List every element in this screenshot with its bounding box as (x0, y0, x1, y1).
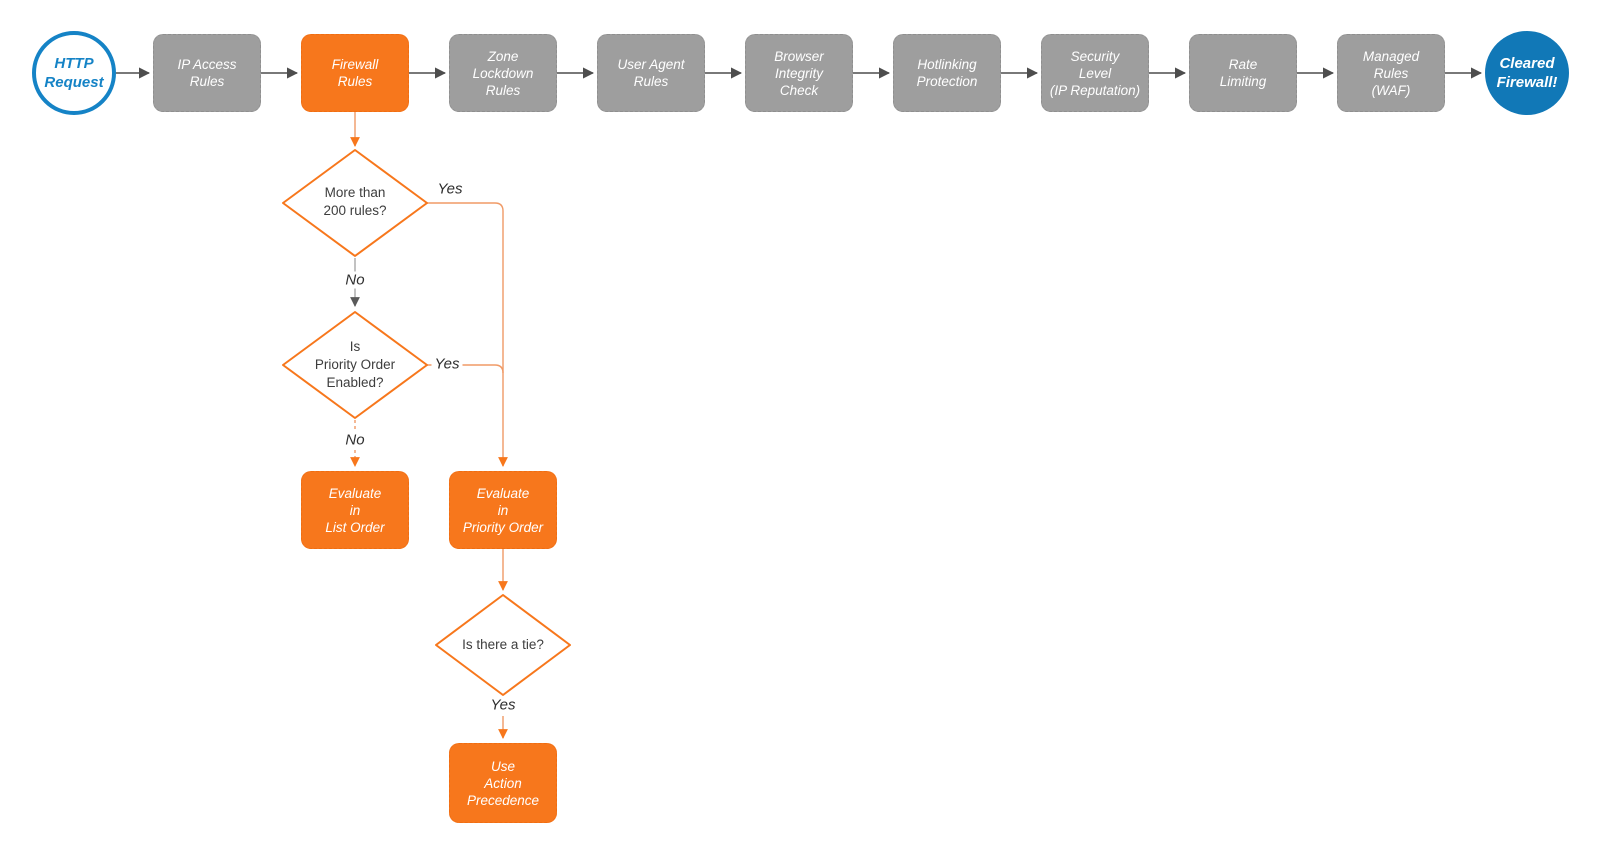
node-label: Security Level (IP Reputation) (1049, 48, 1141, 98)
node-label: Cleared Firewall! (1496, 55, 1558, 91)
node-label: Managed Rules (WAF) (1362, 48, 1420, 98)
node-managed-rules-waf: Managed Rules (WAF) (1337, 34, 1445, 112)
node-label: IP Access Rules (177, 57, 237, 89)
node-label: Evaluate in Priority Order (462, 485, 544, 535)
node-label: Firewall Rules (331, 57, 379, 89)
edge-label-no-priority-order: No (342, 431, 368, 449)
node-security-level: Security Level (IP Reputation) (1041, 34, 1149, 112)
decision-priority-order-enabled-shape (282, 311, 428, 419)
node-browser-integrity-check: Browser Integrity Check (745, 34, 853, 112)
node-rate-limiting: Rate Limiting (1189, 34, 1297, 112)
edge-label-no-200-rules: No (342, 271, 368, 289)
decision-is-there-a-tie-text: Is there a tie? (462, 637, 544, 652)
node-ip-access-rules: IP Access Rules (153, 34, 261, 112)
node-evaluate-list-order: Evaluate in List Order (301, 471, 409, 549)
node-label: User Agent Rules (617, 57, 685, 89)
edge-label-yes-priority-order: Yes (431, 355, 463, 373)
node-use-action-precedence: Use Action Precedence (449, 743, 557, 823)
decision-priority-order-enabled-text: Is Priority Order Enabled? (314, 339, 396, 390)
node-label: Rate Limiting (1219, 57, 1267, 89)
decision-more-than-200-rules-shape (282, 149, 428, 257)
node-label: Use Action Precedence (466, 758, 540, 808)
node-http-request: HTTP Request (32, 31, 116, 115)
node-zone-lockdown-rules: Zone Lockdown Rules (449, 34, 557, 112)
connector-yes-200-rules-to-priority-order (427, 202, 508, 467)
edge-label-yes-tie: Yes (487, 696, 519, 714)
node-evaluate-priority-order: Evaluate in Priority Order (449, 471, 557, 549)
edge-label-yes-200-rules: Yes (434, 180, 466, 198)
node-label: Browser Integrity Check (774, 48, 824, 98)
node-cleared-firewall: Cleared Firewall! (1485, 31, 1569, 115)
connector-yes-priority-merge (427, 364, 504, 374)
node-label: Hotlinking Protection (916, 57, 978, 89)
node-hotlinking-protection: Hotlinking Protection (893, 34, 1001, 112)
decision-more-than-200-rules-text: More than 200 rules? (323, 185, 387, 218)
node-label: HTTP Request (44, 55, 104, 91)
node-firewall-rules: Firewall Rules (301, 34, 409, 112)
node-label: Zone Lockdown Rules (472, 48, 534, 98)
decision-is-there-a-tie-shape (435, 594, 571, 696)
node-label: Evaluate in List Order (325, 485, 385, 535)
node-user-agent-rules: User Agent Rules (597, 34, 705, 112)
